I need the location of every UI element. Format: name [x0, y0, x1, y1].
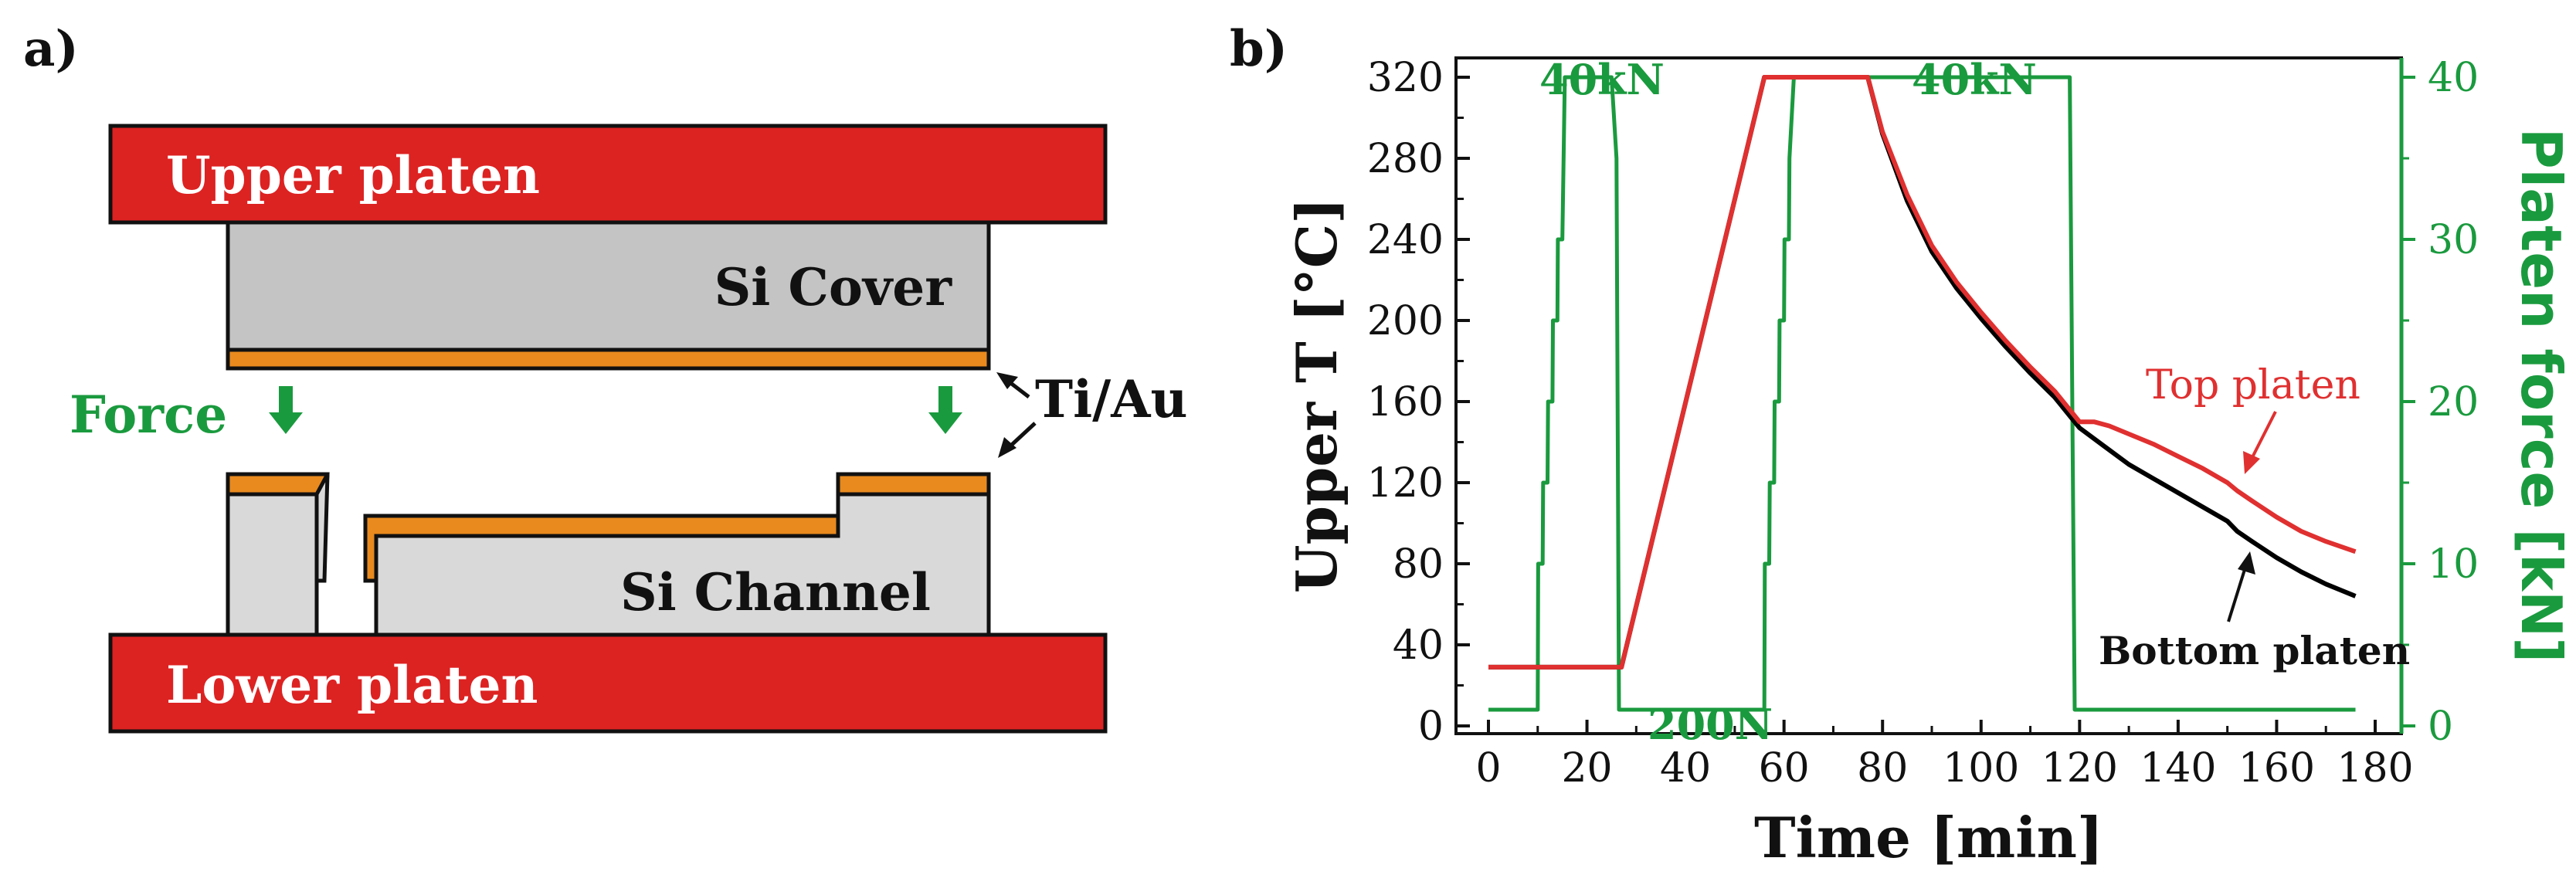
annotation-top-platen: Top platen: [2146, 362, 2360, 409]
left-y-tick-label: 120: [1367, 460, 1444, 507]
x-tick-label: 160: [2238, 745, 2315, 792]
x-tick-label: 180: [2337, 745, 2413, 792]
upper-platen-label: Upper platen: [166, 145, 540, 205]
lower-platen: [108, 632, 1108, 734]
x-tick-label: 60: [1759, 745, 1810, 792]
right-y-tick-label: 40: [2428, 55, 2479, 101]
x-tick-label: 100: [1943, 745, 2019, 792]
left-y-tick-label: 320: [1367, 55, 1444, 101]
series-layer: [1488, 75, 2357, 712]
upper-platen: [108, 124, 1108, 225]
series-platen-force-line: [1488, 75, 2356, 712]
si-cover-label: Si Cover: [714, 257, 953, 317]
panel-b-label: b): [1230, 20, 1288, 78]
left-y-tick-label: 280: [1367, 136, 1444, 182]
left-y-tick-label: 240: [1367, 217, 1444, 263]
left-y-tick-label: 0: [1418, 704, 1444, 750]
si-channel-left-post: [226, 492, 319, 637]
si-cover: [226, 220, 991, 352]
x-tick-label: 0: [1475, 745, 1501, 792]
right-y-axis-title: Platen force [kN]: [2509, 128, 2574, 663]
force-label: Force: [70, 385, 227, 445]
ti-au-label: Ti/Au: [1035, 369, 1187, 429]
x-tick-label: 120: [2041, 745, 2118, 792]
force-arrow-right: [928, 386, 962, 434]
channel-left-sidewall: [314, 473, 330, 583]
bottom-platen-pointer: [2227, 551, 2255, 622]
annotation-200n: 200N: [1648, 700, 1773, 749]
left-y-axis-ticks: 0 40 80 120 160 200 240 280 320: [1367, 55, 1470, 750]
panel-a: a) Upper platen Si Cover Force Ti/Au: [23, 20, 1187, 734]
x-axis-ticks: 0 20 40 60 80 100 120 140 160 180: [1475, 720, 2414, 792]
left-y-tick-label: 160: [1367, 379, 1444, 426]
x-tick-label: 80: [1857, 745, 1908, 792]
lower-platen-label: Lower platen: [166, 655, 538, 715]
force-arrow-left: [269, 386, 303, 434]
right-y-tick-label: 30: [2428, 217, 2479, 263]
si-channel-label: Si Channel: [620, 562, 931, 622]
series-top-platen-line: [1488, 75, 2357, 670]
right-y-axis-ticks: 0 10 20 30 40: [2401, 55, 2479, 750]
top-platen-pointer: [2243, 411, 2277, 474]
annotation-bottom-platen: Bottom platen: [2099, 628, 2410, 673]
right-y-tick-label: 20: [2428, 379, 2479, 426]
left-y-tick-label: 40: [1393, 622, 1444, 669]
left-y-axis-title: Upper T [°C]: [1284, 198, 1349, 593]
ti-au-layer-channel-high: [836, 472, 991, 497]
right-y-tick-label: 10: [2428, 541, 2479, 588]
left-y-tick-label: 200: [1367, 298, 1444, 344]
panel-a-label: a): [23, 20, 79, 78]
left-y-tick-label: 80: [1393, 541, 1444, 588]
ti-au-layer-left-post: [226, 472, 330, 497]
right-y-tick-label: 0: [2428, 704, 2453, 750]
x-tick-label: 140: [2140, 745, 2216, 792]
x-tick-label: 20: [1561, 745, 1612, 792]
ti-au-pointer-arrows: [996, 372, 1037, 458]
ti-au-layer-cover: [226, 348, 991, 371]
annotation-40kn-first: 40kN: [1539, 55, 1665, 104]
x-axis-title: Time [min]: [1754, 805, 2103, 870]
x-tick-label: 40: [1660, 745, 1711, 792]
annotation-40kn-second: 40kN: [1912, 55, 2037, 104]
